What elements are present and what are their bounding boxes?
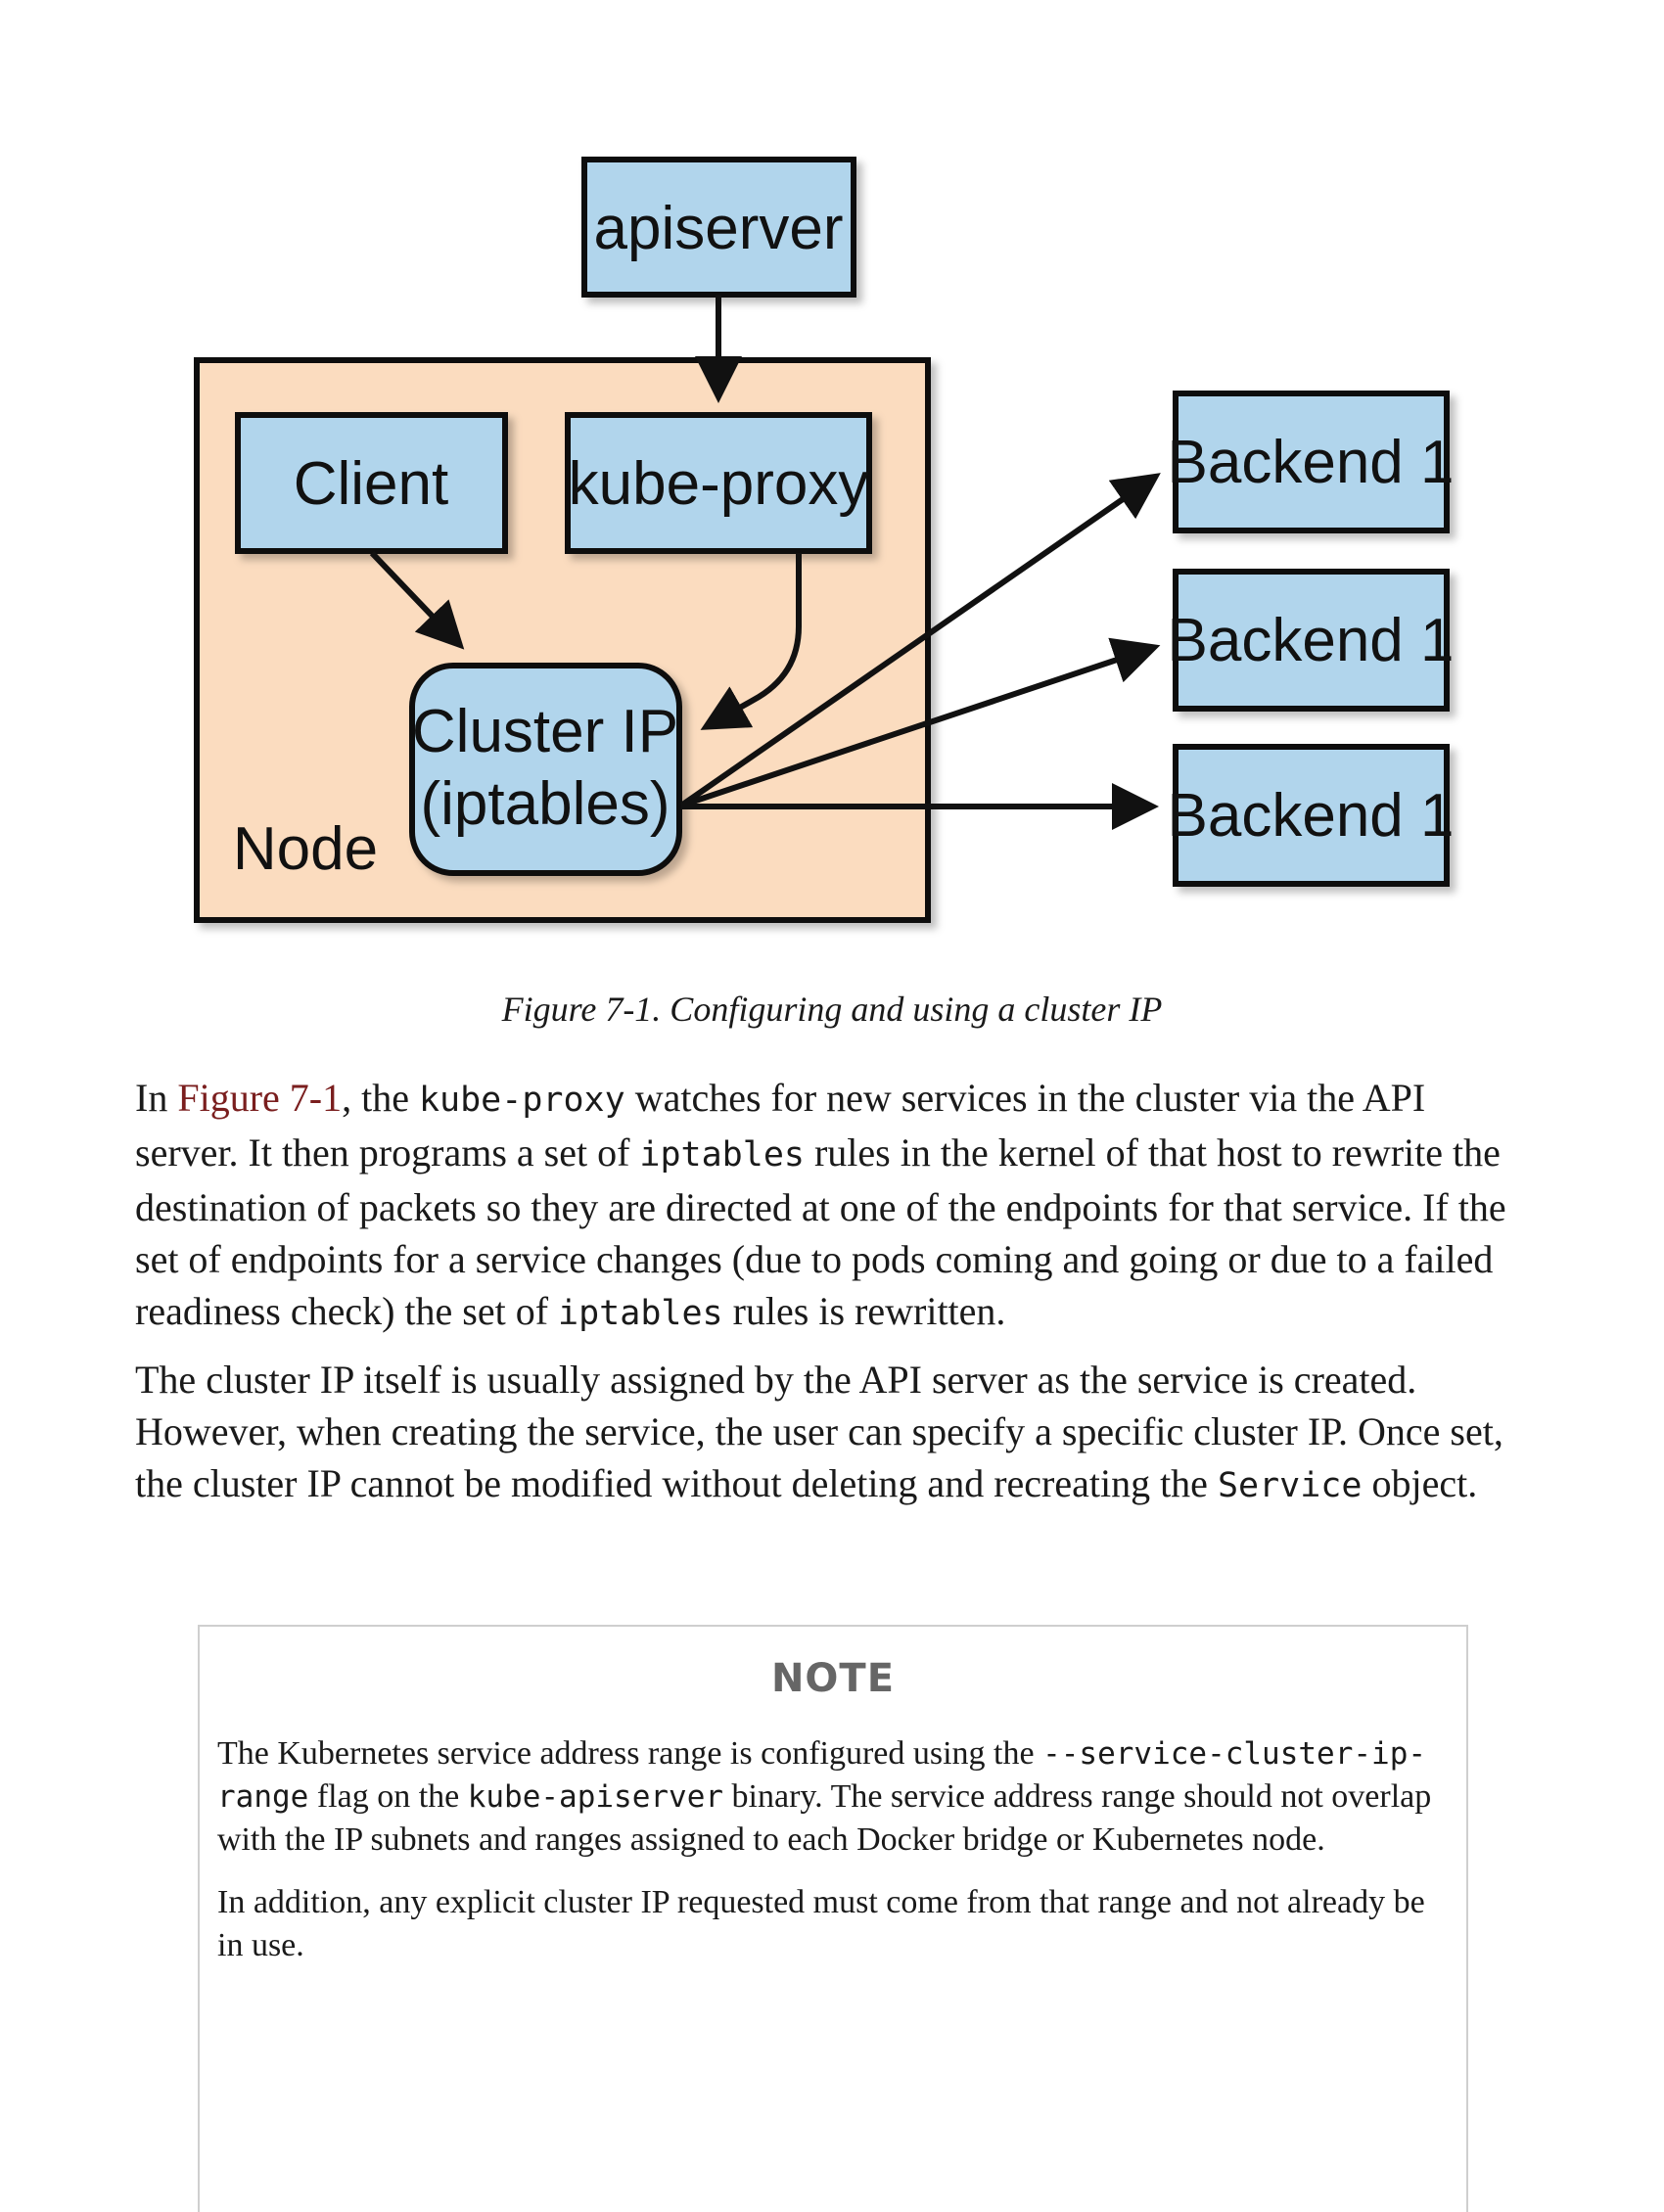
arrow-kube-proxy-to-cluster-ip [700, 553, 802, 730]
kube-proxy-label: kube-proxy [569, 450, 869, 518]
note-body: The Kubernetes service address range is … [217, 1732, 1453, 1987]
backend-bottom-box [1173, 744, 1450, 887]
text-run: flag on the [308, 1778, 468, 1815]
backend-top-box [1173, 391, 1450, 533]
body-paragraph-2: The cluster IP itself is usually assigne… [135, 1354, 1535, 1512]
arrow-client-to-cluster-ip [369, 550, 465, 650]
note-box: NOTE The Kubernetes service address rang… [198, 1625, 1468, 2212]
text-run: watches for new services in the cluster … [135, 1076, 1426, 1175]
kube-proxy-box [565, 412, 872, 554]
note-paragraph-1: The Kubernetes service address range is … [217, 1732, 1453, 1862]
apiserver-label: apiserver [594, 195, 844, 262]
code-service-cluster-ip-range: --service-cluster-ip-range [217, 1736, 1427, 1815]
text-run: object. [1362, 1461, 1478, 1505]
backend-bottom-label: Backend 1 [1168, 782, 1455, 850]
apiserver-box [581, 157, 856, 298]
body-paragraph-1: In Figure 7-1, the kube-proxy watches fo… [135, 1072, 1535, 1340]
text-run: , the [342, 1076, 419, 1120]
backend-middle-label: Backend 1 [1168, 607, 1455, 674]
arrow-cluster-ip-to-backend-middle [680, 637, 1161, 808]
text-run: binary. The service address range should… [217, 1778, 1432, 1858]
code-kube-apiserver: kube-apiserver [467, 1779, 724, 1815]
cluster-ip-box [409, 663, 682, 876]
code-iptables: iptables [639, 1135, 805, 1175]
text-run: The Kubernetes service address range is … [217, 1735, 1043, 1772]
figure-link[interactable]: Figure 7-1 [177, 1076, 343, 1120]
text-run: rules is rewritten. [722, 1289, 1006, 1333]
cluster-ip-label-line2: (iptables) [421, 770, 670, 838]
client-label: Client [294, 450, 449, 518]
backend-top-label: Backend 1 [1168, 429, 1455, 496]
code-kube-proxy: kube-proxy [418, 1081, 625, 1120]
code-service: Service [1217, 1466, 1363, 1505]
arrow-cluster-ip-to-backend-top [679, 473, 1161, 808]
node-label: Node [233, 815, 378, 883]
text-run: rules in the kernel of that host to rewr… [135, 1130, 1506, 1333]
text-run: The cluster IP itself is usually assigne… [135, 1358, 1503, 1505]
note-paragraph-2: In addition, any explicit cluster IP req… [217, 1884, 1425, 1963]
code-iptables: iptables [558, 1294, 723, 1333]
cluster-ip-diagram: Node apiserver Client kube-proxy Cluster… [194, 157, 1455, 923]
cluster-ip-label-line1: Cluster IP [412, 698, 678, 765]
figure-caption: Figure 7-1. Configuring and using a clus… [501, 990, 1163, 1029]
client-box [235, 412, 508, 554]
text-run: In [135, 1076, 178, 1120]
note-title: NOTE [770, 1656, 896, 1701]
backend-middle-box [1173, 569, 1450, 712]
